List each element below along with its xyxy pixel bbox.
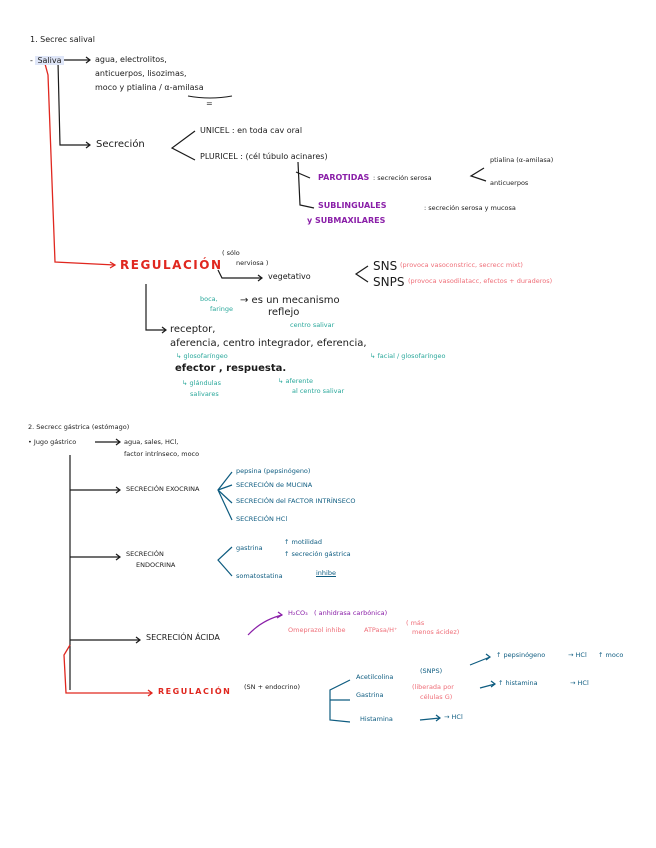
histamina-up-label: ↑ histamina — [498, 679, 538, 687]
parotidas-desc: : secreción serosa — [373, 174, 432, 182]
atpasa-note-1: ( más — [406, 619, 425, 627]
jugo-label: • Jugo gástrico — [28, 438, 77, 446]
equals-sign: = — [206, 99, 213, 108]
facial-note: ↳ facial / glosofaríngeo — [370, 352, 446, 360]
secrecion-label: Secreción — [96, 139, 145, 150]
saliva-components-1: agua, electrolitos, — [95, 55, 167, 64]
gastrina-note-1: (liberada por — [412, 683, 454, 691]
salivares-note: salivares — [190, 390, 219, 398]
motilidad-label: ↑ motilidad — [284, 538, 323, 546]
brace-regulacion-s2 — [329, 679, 351, 723]
h2co3-label: H₂CO₃ — [288, 609, 308, 617]
mecanismo-label: → es un mecanismo — [240, 295, 340, 306]
anhidrasa-label: ( anhidrasa carbónica) — [314, 609, 388, 617]
jugo-components-1: agua, sales, HCl, — [124, 438, 179, 446]
somatostatina-label: somatostatina — [236, 572, 283, 580]
pepsinogeno-label: ↑ pepsinógeno — [496, 651, 546, 659]
vegetativo-label: vegetativo — [268, 272, 311, 281]
saliva-term: Saliva — [35, 56, 64, 65]
section1-heading: 1. Secrec salival — [30, 35, 95, 44]
line-regulacion-s1 — [43, 59, 116, 266]
sns-note: (provoca vasoconstricc, secrecc mixt) — [400, 261, 523, 269]
anticuerpos-label: anticuerpos — [490, 179, 529, 187]
unicel-label: UNICEL : en toda cav oral — [200, 126, 303, 135]
pluricel-label: PLURICEL : (cél túbulo acinares) — [200, 152, 328, 161]
regulacion-s2-label: REGULACIÓN — [158, 687, 232, 696]
line-regulacion-s2 — [63, 644, 152, 694]
inhibe-label: inhibe — [316, 569, 336, 577]
acida-label: SECRECIÓN ÁCIDA — [146, 633, 220, 642]
line-vegetativo — [217, 269, 262, 279]
atpasa-label: ATPasa/H⁺ — [364, 626, 398, 634]
brace-endocrina — [217, 546, 233, 577]
hcl-1-label: → HCl — [568, 651, 587, 659]
omeprazol-label: Omeprazol inhibe — [288, 626, 346, 634]
saliva-components-2: anticuerpos, lisozimas, — [95, 69, 187, 78]
saliva-label: - Saliva — [30, 56, 64, 65]
parotidas-label: PAROTIDAS — [318, 173, 370, 182]
histamina-label: Histamina — [360, 715, 393, 723]
line-pluricel — [297, 161, 315, 209]
line-secrecion — [57, 61, 90, 146]
sns-label: SNS — [373, 259, 398, 273]
hcl-3-label: → HCl — [444, 713, 463, 721]
sub-desc: : secreción serosa y mucosa — [424, 204, 516, 212]
atpasa-note-2: menos ácidez) — [412, 628, 460, 636]
acetilcolina-label: Acetilcolina — [356, 673, 394, 681]
exocrina-item-1: pepsina (pepsinógeno) — [236, 467, 311, 475]
snps-label: SNPS — [373, 275, 405, 289]
efector-line: efector , respuesta. — [175, 363, 287, 374]
saliva-components-3: moco y ptialina / α-amilasa — [95, 83, 204, 92]
brace-parotidas — [469, 167, 487, 182]
secrecion-gastrica-label: ↑ secreción gástrica — [284, 550, 351, 558]
exocrina-item-3: SECRECIÓN del FACTOR INTRÍNSECO — [236, 497, 356, 505]
hcl-2-label: → HCl — [570, 679, 589, 687]
exocrina-item-4: SECRECIÓN HCl — [236, 515, 288, 523]
sublinguales-label: SUBLINGUALES — [318, 201, 387, 210]
boca-label: boca, — [200, 295, 218, 303]
gastrina-label: gastrina — [236, 544, 263, 552]
endocrina-label-1: SECRECIÓN — [126, 550, 164, 558]
line-reflejo — [145, 284, 166, 331]
reflejo-label: reflejo — [268, 307, 300, 318]
gastrina-note-2: células G) — [420, 693, 453, 701]
sn-endocrino-label: (SN + endocrino) — [244, 683, 301, 691]
aferencia-line: aferencia, centro integrador, eferencia, — [170, 338, 367, 349]
snps-s2-label: (SNPS) — [420, 667, 443, 675]
nerviosa-label: nerviosa ) — [236, 259, 269, 267]
section2-heading: 2. Secrecc gástrica (estómago) — [28, 423, 130, 431]
exocrina-label: SECRECIÓN EXOCRINA — [126, 485, 200, 493]
receptor-label: receptor, — [170, 324, 216, 335]
brace-sns — [354, 265, 369, 283]
endocrina-label-2: ENDOCRINA — [136, 561, 176, 569]
snps-note: (provoca vasodilatacc, efectos + durader… — [408, 277, 553, 285]
moco-label: ↑ moco — [598, 651, 624, 659]
aferente-note: ↳ aferente — [278, 377, 313, 385]
glosofaringeo-note: ↳ glosofaríngeo — [176, 352, 228, 360]
faringe-label: faringe — [210, 305, 233, 313]
underline-ptialina — [187, 95, 233, 99]
brace-secrecion — [170, 130, 196, 161]
ptialina-label: ptialina (α-amilasa) — [490, 156, 554, 164]
glandulas-note: ↳ glándulas — [182, 379, 221, 387]
submaxilares-label: y SUBMAXILARES — [307, 216, 386, 225]
centro-salivar-note: al centro salivar — [292, 387, 345, 395]
gastrina-reg-label: Gastrina — [356, 691, 384, 699]
regulacion-s1-label: REGULACIÓN — [120, 258, 223, 272]
arrow-acida — [247, 614, 283, 636]
jugo-components-2: factor intrínseco, moco — [124, 450, 200, 458]
exocrina-item-2: SECRECIÓN de MUCINA — [236, 481, 313, 489]
centro-note: centro salivar — [290, 321, 335, 329]
solo-label: ( sólo — [222, 249, 240, 257]
